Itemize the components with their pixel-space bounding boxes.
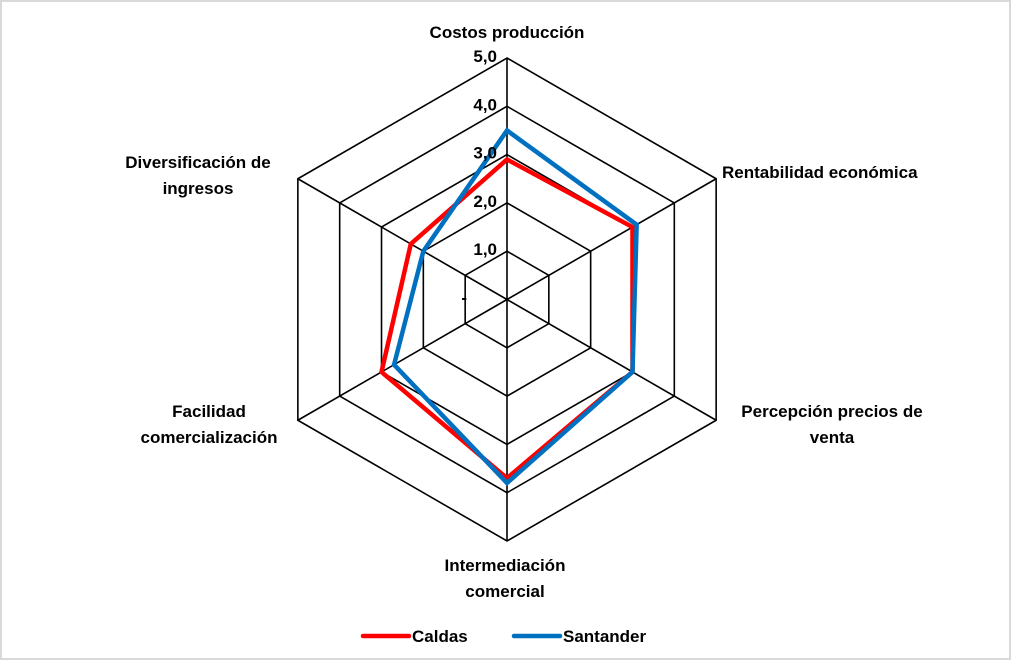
category-label-3: Intermediación comercial (445, 556, 566, 601)
tick-label-0: - (461, 289, 467, 308)
category-label-4: Facilidad comercialización (140, 402, 277, 447)
legend: Caldas Santander (360, 627, 647, 646)
series-line-santander (391, 127, 639, 487)
category-label-line: Intermediación (445, 556, 566, 575)
tick-label-2: 2,0 (473, 192, 497, 211)
legend-label-caldas: Caldas (412, 627, 468, 646)
category-label-line: comercialización (140, 428, 277, 447)
tick-label-5: 5,0 (473, 47, 497, 66)
legend-label-santander: Santander (563, 627, 647, 646)
category-label-line: venta (810, 428, 855, 447)
category-label-line: ingresos (163, 179, 234, 198)
axis-spoke-4 (297, 298, 508, 421)
category-label-line: comercial (465, 582, 544, 601)
grid (297, 57, 717, 542)
legend-item-caldas: Caldas (360, 627, 468, 646)
tick-label-1: 1,0 (473, 240, 497, 259)
tick-label-4: 4,0 (473, 95, 497, 114)
tick-labels: - 1,0 2,0 3,0 4,0 5,0 (461, 47, 497, 308)
category-label-line: Percepción precios de (741, 402, 922, 421)
tick-label-3: 3,0 (473, 144, 497, 163)
category-label-5: Diversificación de ingresos (125, 153, 271, 198)
category-label-2: Percepción precios de venta (741, 402, 922, 447)
legend-item-santander: Santander (511, 627, 647, 646)
category-label-line: Facilidad (172, 402, 246, 421)
axis-spoke-2 (506, 298, 717, 421)
category-label-1: Rentabilidad económica (722, 163, 918, 182)
category-label-line: Diversificación de (125, 153, 271, 172)
category-label-0: Costos producción (430, 23, 585, 42)
category-label-line: Rentabilidad económica (722, 163, 918, 182)
category-label-line: Costos producción (430, 23, 585, 42)
axis-spoke-1 (506, 178, 717, 301)
series (379, 127, 639, 487)
axis-spoke-5 (297, 178, 508, 301)
